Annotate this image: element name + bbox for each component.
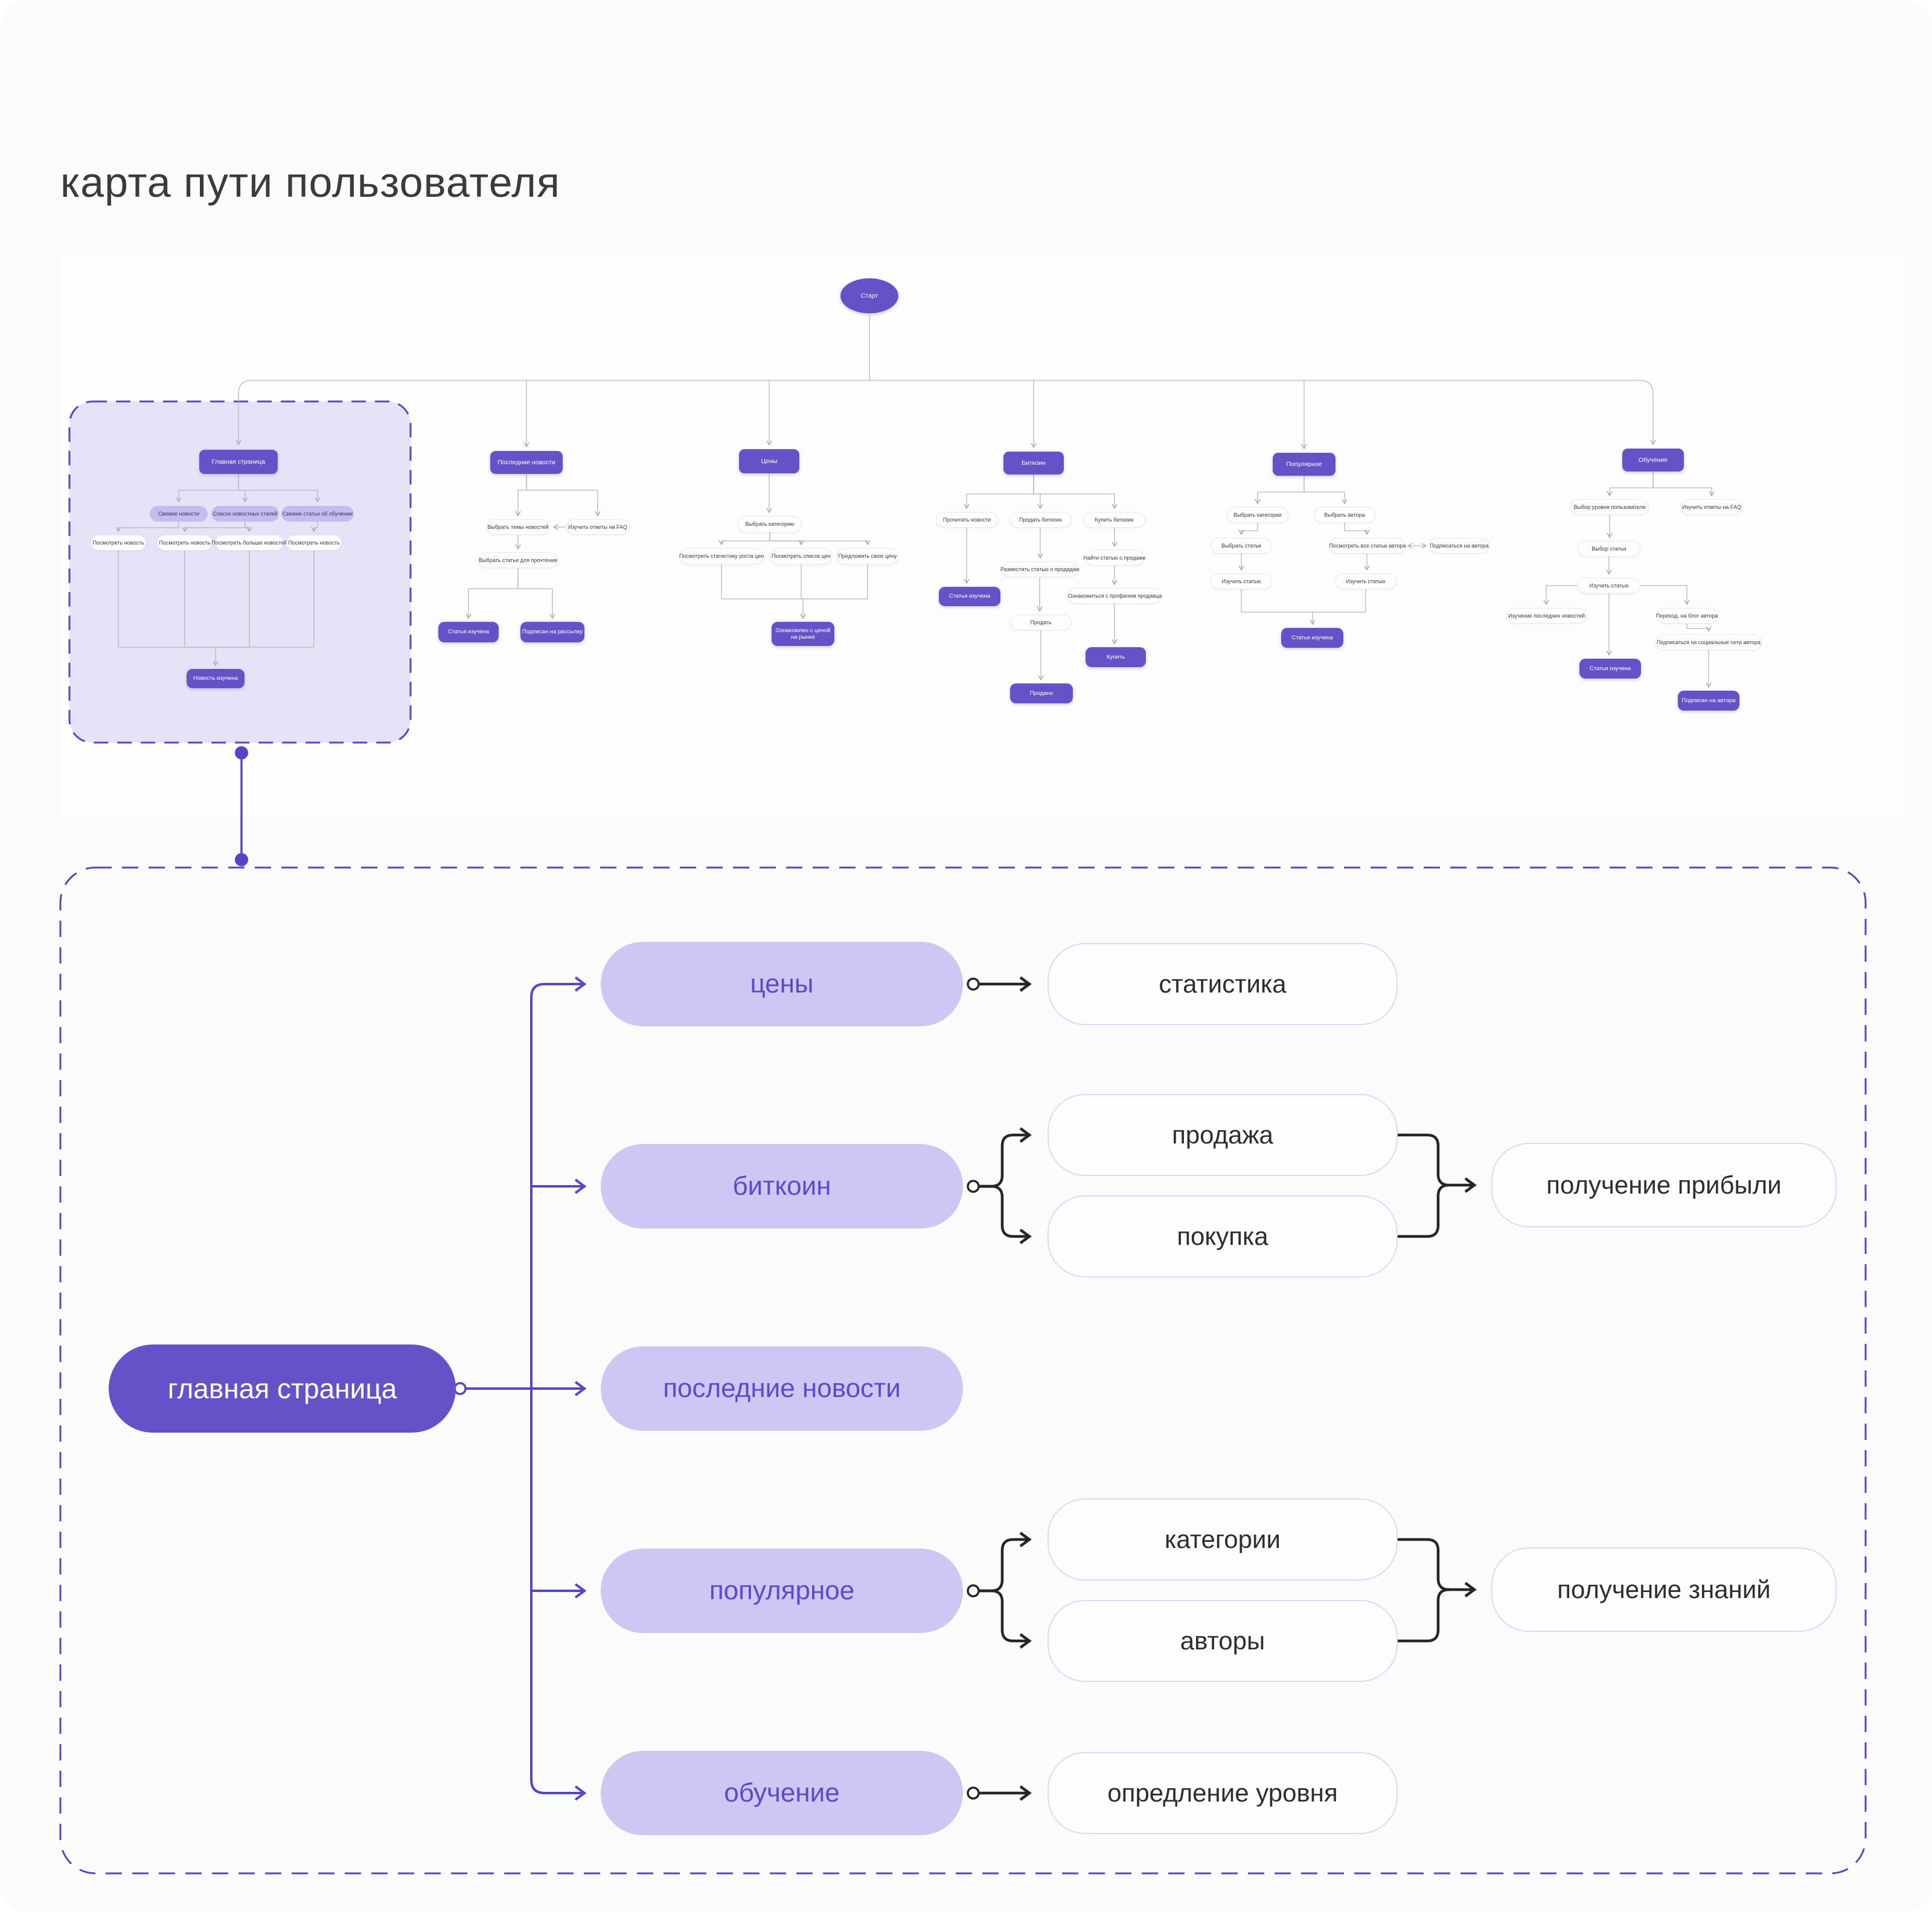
- mini-node-prices: Цены: [739, 449, 799, 473]
- mini-node-pick-author: Выбрать автора: [1314, 507, 1375, 523]
- detail-node-prices: цены: [601, 942, 963, 1026]
- detail-node-home: главная страница: [109, 1344, 456, 1433]
- mini-node-go-author-blog: Переход, на блог автора: [1656, 608, 1718, 624]
- detail-node-popular: популярное: [601, 1549, 963, 1633]
- mini-node-news-learned: Новость изучена: [187, 669, 245, 688]
- mini-node-home: Главная страница: [199, 450, 278, 474]
- mini-node-bitcoin: Биткоин: [1003, 452, 1064, 475]
- mini-node-latest-news: Последние новости: [490, 451, 563, 474]
- mini-node-article-learned-4: Статья изучена: [1579, 659, 1641, 679]
- mini-node-learn-latest-news: Изучение последних новостей: [1506, 608, 1587, 624]
- mini-node-subscribe-author: Подписаться на автора: [1429, 538, 1489, 554]
- mini-node-view-seller-profile: Ознакомиться с профилем продавца: [1067, 588, 1162, 604]
- mini-node-pick-category: Выбрать категорию: [738, 516, 802, 532]
- mini-node-education: Обучение: [1622, 449, 1684, 472]
- detail-node-statistics: статистика: [1048, 943, 1398, 1025]
- detail-node-level: опредление уровня: [1048, 1752, 1398, 1834]
- detail-purple-edges: [453, 976, 587, 1801]
- mini-node-fresh-edu-articles: Свежие статьи об обучении: [281, 506, 354, 522]
- detail-node-latest-news: последние новости: [601, 1346, 963, 1431]
- mini-node-view-author-articles: Посмотреть все статьи автора: [1329, 538, 1406, 554]
- mini-node-subscribed-newsletter: Подписан на рассылку: [520, 622, 584, 642]
- detail-node-profit: получение прибыли: [1491, 1143, 1837, 1227]
- mini-node-faq-answers: Изучить ответы на FAQ: [566, 519, 629, 535]
- mini-node-pick-articles: Выбрать статьи: [1211, 538, 1272, 554]
- mini-node-find-sale-article: Найти статью о продаже: [1083, 550, 1146, 566]
- mini-node-view-price-stats: Посмотреть статистику роста цен: [679, 548, 764, 564]
- mini-node-sold: Продано: [1010, 683, 1073, 703]
- mini-node-view-news-a: Посмотреть новость: [91, 535, 146, 551]
- mini-node-fresh-news: Свежие новости: [150, 506, 208, 522]
- mini-node-view-news-b: Посмотреть новость: [157, 535, 213, 551]
- mini-node-pick-categories: Выбрать категории: [1227, 507, 1288, 523]
- mini-node-article-learned-2: Статья изучена: [939, 587, 1000, 606]
- mini-node-pick-news-topics: Выбрать темы новостей: [487, 519, 549, 535]
- detail-container-box: [59, 866, 1867, 1875]
- detail-node-education: обучение: [601, 1751, 963, 1835]
- mini-node-popular: Популярное: [1273, 453, 1335, 476]
- mini-node-view-more-news: Посмотреть больше новостей: [212, 535, 287, 551]
- mini-node-sell-bitcoin: Продать биткоин: [1009, 512, 1072, 528]
- mini-node-learn-article-c: Изучить статью: [1578, 578, 1640, 593]
- mini-node-offer-your-price: Предложить свою цену: [837, 548, 898, 564]
- mini-node-buy-bitcoin: Купить биткоин: [1083, 512, 1145, 528]
- mini-node-post-sale-article: Разместить статью о продадже: [1000, 561, 1080, 577]
- mini-node-article-learned-1: Статья изучена: [438, 622, 499, 642]
- mini-node-pick-articles-to-read: Выбрать статьи для прочтения: [478, 552, 558, 568]
- mini-node-view-price-list: Посмотреть список цен: [770, 548, 832, 564]
- detail-node-purchase: покупка: [1048, 1195, 1398, 1277]
- start-node: Старт: [840, 278, 898, 313]
- mini-node-read-news: Прочитать новости: [936, 512, 998, 528]
- mini-node-news-article-list: Список новостных статей: [211, 506, 279, 522]
- mini-node-sell: Продать: [1010, 615, 1072, 630]
- zoom-link: [235, 746, 248, 866]
- mini-node-learn-article-a: Изучить статью: [1211, 574, 1272, 589]
- mini-node-subscribe-socials: Подписаться на социальные сети автора: [1655, 635, 1762, 650]
- detail-node-knowledge: получение знаний: [1491, 1547, 1837, 1632]
- detail-node-authors: авторы: [1048, 1600, 1398, 1682]
- mini-node-article-learned-3: Статья изучена: [1281, 628, 1343, 648]
- minimap-highlight-box: [68, 400, 412, 744]
- mini-node-user-level: Выбор уровня пользователя: [1570, 499, 1649, 515]
- minimap-edges: [115, 315, 1715, 688]
- detail-node-sale: продажа: [1048, 1094, 1398, 1176]
- mini-node-subscribed-author: Подписан на автора: [1678, 691, 1739, 711]
- mini-node-price-known: Ознакомлен с ценой на рынке: [772, 622, 834, 646]
- mini-node-learn-article-b: Изучить статью: [1335, 574, 1396, 589]
- mini-node-faq-answers-2: Изучить ответы на FAQ: [1681, 499, 1742, 515]
- page-title: карта пути пользователя: [60, 159, 560, 206]
- mini-node-pick-article: Выбор статьи: [1578, 541, 1640, 557]
- mini-node-view-news-c: Посмотреть новость: [286, 535, 342, 551]
- mini-node-buy: Купить: [1086, 647, 1146, 667]
- minimap-panel: [59, 254, 1904, 818]
- detail-black-edges: [967, 976, 1477, 1801]
- detail-node-bitcoin: биткоин: [601, 1144, 963, 1229]
- detail-node-categories: категории: [1048, 1498, 1398, 1581]
